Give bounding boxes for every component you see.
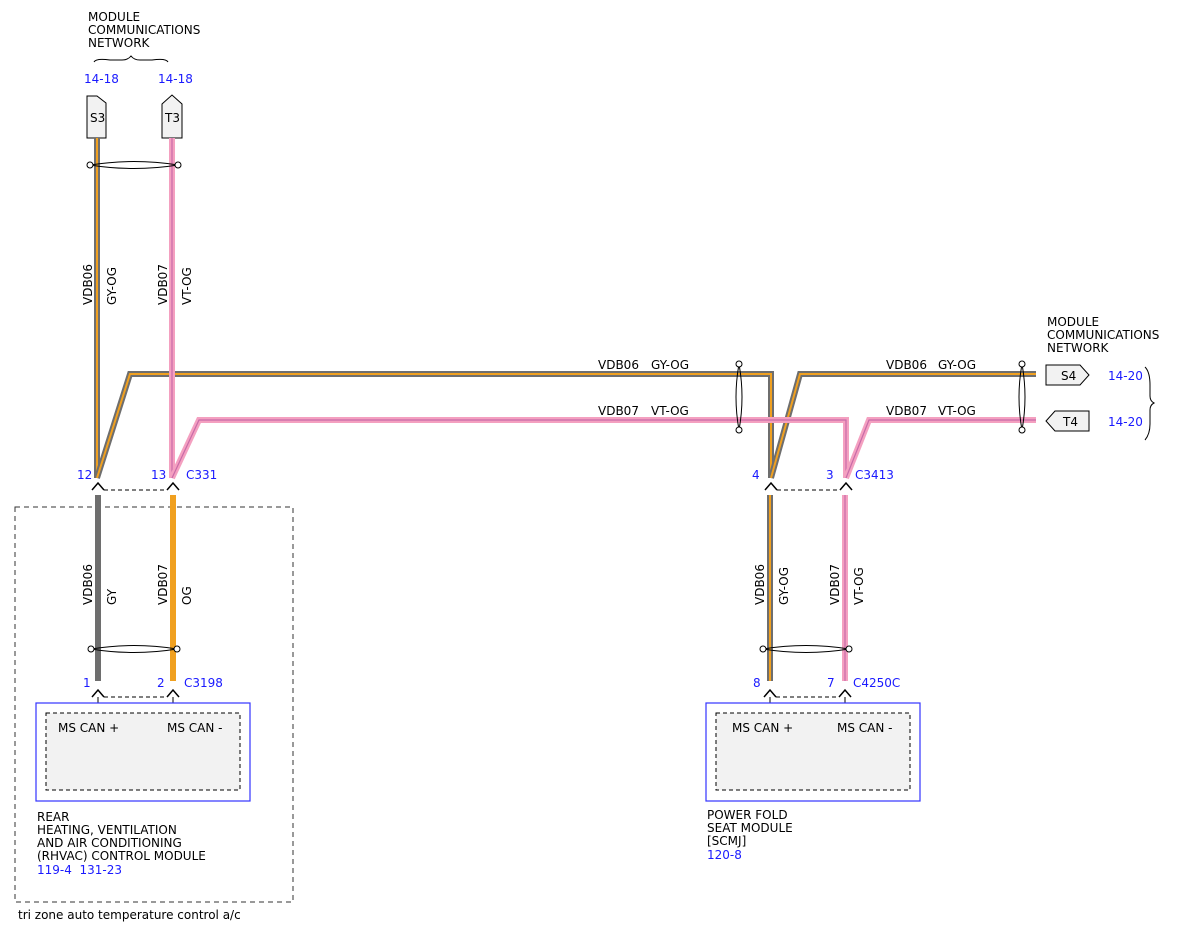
t4-connector-flag bbox=[1045, 410, 1090, 432]
s4-tag-label: S4 bbox=[1061, 369, 1076, 383]
rhvac-pin-ms-can-plus: MS CAN + bbox=[58, 721, 119, 735]
s4-connector-flag bbox=[1045, 364, 1090, 386]
rhvac-refs[interactable]: 119-4 131-23 bbox=[37, 863, 122, 877]
seat-module[interactable]: MS CAN + MS CAN - bbox=[705, 702, 921, 802]
network-right-title-line-1: MODULE bbox=[1047, 315, 1099, 329]
label-wire-scm-right-circuit: VDB07 bbox=[828, 564, 842, 605]
label-wire-right-bottom-circuit: VDB07 bbox=[886, 404, 927, 418]
network-right-brace bbox=[1144, 366, 1156, 441]
twisted-pair-marker-right bbox=[1018, 360, 1026, 434]
c4250c-name[interactable]: C4250C bbox=[853, 676, 900, 690]
network-header-top: MODULE COMMUNICATIONS NETWORK 14-18 14-1… bbox=[84, 10, 200, 139]
c3198-pin-1: 1 bbox=[83, 676, 91, 690]
ref-s4[interactable]: 14-20 bbox=[1108, 369, 1143, 383]
c3198-pin-2: 2 bbox=[157, 676, 165, 690]
ref-t4[interactable]: 14-20 bbox=[1108, 415, 1143, 429]
t3-tag-label: T3 bbox=[164, 111, 180, 125]
label-wire-rhvac-left-circuit: VDB06 bbox=[81, 564, 95, 605]
c3198-name[interactable]: C3198 bbox=[184, 676, 223, 690]
connector-c3198: 1 2 C3198 bbox=[83, 676, 223, 713]
scm-pin-ms-can-plus: MS CAN + bbox=[732, 721, 793, 735]
label-wire-scm-right-color: VT-OG bbox=[852, 567, 866, 605]
label-wire-right-bottom-color: VT-OG bbox=[938, 404, 976, 418]
rhvac-name-line-3: AND AIR CONDITIONING bbox=[37, 836, 182, 850]
twisted-pair-marker-mid bbox=[735, 360, 743, 434]
t4-tag-label: T4 bbox=[1062, 415, 1078, 429]
label-wire-mid-bottom-color: VT-OG bbox=[651, 404, 689, 418]
option-caption: tri zone auto temperature control a/c bbox=[18, 908, 241, 922]
c3413-pin-3: 3 bbox=[826, 468, 834, 482]
rhvac-name-line-4: (RHVAC) CONTROL MODULE bbox=[37, 849, 206, 863]
wire-vdb06-main bbox=[94, 138, 1036, 479]
label-wire-right-top-circuit: VDB06 bbox=[886, 358, 927, 372]
twisted-pair-marker-scm bbox=[759, 645, 853, 653]
twisted-pair-marker-top bbox=[86, 161, 182, 169]
connector-c3413: 4 3 C3413 bbox=[752, 468, 894, 491]
s3-tag-label: S3 bbox=[90, 111, 105, 125]
scm-refs[interactable]: 120-8 bbox=[707, 848, 742, 862]
c4250c-pin-8: 8 bbox=[753, 676, 761, 690]
network-title-line-2: COMMUNICATIONS bbox=[88, 23, 200, 37]
network-header-right: MODULE COMMUNICATIONS NETWORK S4 T4 14-2… bbox=[1045, 315, 1159, 441]
ref-t3[interactable]: 14-18 bbox=[158, 72, 193, 86]
scm-name-line-3: [SCMJ] bbox=[707, 834, 746, 848]
label-wire-mid-bottom-circuit: VDB07 bbox=[598, 404, 639, 418]
c331-pin-13: 13 bbox=[151, 468, 166, 482]
network-title-line-3: NETWORK bbox=[88, 36, 151, 50]
label-wire-mid-top-color: GY-OG bbox=[651, 358, 689, 372]
label-wire-mid-top-circuit: VDB06 bbox=[598, 358, 639, 372]
c3413-name[interactable]: C3413 bbox=[855, 468, 894, 482]
scm-name-line-2: SEAT MODULE bbox=[707, 821, 793, 835]
s3-connector-flag bbox=[86, 95, 107, 139]
t3-connector-flag bbox=[161, 94, 183, 139]
twisted-pair-marker-rhvac bbox=[87, 645, 181, 653]
wire-vdb07-main bbox=[169, 138, 1036, 480]
c331-name[interactable]: C331 bbox=[186, 468, 217, 482]
connector-c331: 12 13 C331 bbox=[77, 468, 217, 491]
rhvac-name-line-1: REAR bbox=[37, 810, 69, 824]
c331-pin-12: 12 bbox=[77, 468, 92, 482]
network-right-title-line-2: COMMUNICATIONS bbox=[1047, 328, 1159, 342]
label-wire-rhvac-right-color: OG bbox=[180, 586, 194, 605]
rhvac-pin-ms-can-minus: MS CAN - bbox=[167, 721, 223, 735]
rhvac-name-line-2: HEATING, VENTILATION bbox=[37, 823, 177, 837]
label-wire-rhvac-right-circuit: VDB07 bbox=[156, 564, 170, 605]
scm-name-line-1: POWER FOLD bbox=[707, 808, 788, 822]
label-wire-rhvac-left-color: GY bbox=[105, 588, 119, 605]
label-wire-top-right-circuit: VDB07 bbox=[156, 264, 170, 305]
network-right-title-line-3: NETWORK bbox=[1047, 341, 1110, 355]
option-region-outline bbox=[14, 506, 294, 903]
label-wire-top-left-circuit: VDB06 bbox=[81, 264, 95, 305]
network-brace bbox=[93, 55, 169, 63]
c4250c-pin-7: 7 bbox=[827, 676, 835, 690]
label-wire-scm-left-circuit: VDB06 bbox=[753, 564, 767, 605]
label-wire-top-left-color: GY-OG bbox=[105, 267, 119, 305]
network-title-line-1: MODULE bbox=[88, 10, 140, 24]
label-wire-top-right-color: VT-OG bbox=[180, 267, 194, 305]
label-wire-right-top-color: GY-OG bbox=[938, 358, 976, 372]
label-wire-scm-left-color: GY-OG bbox=[777, 567, 791, 605]
c3413-pin-4: 4 bbox=[752, 468, 760, 482]
ref-s3[interactable]: 14-18 bbox=[84, 72, 119, 86]
rhvac-module[interactable]: MS CAN + MS CAN - bbox=[35, 702, 251, 802]
scm-pin-ms-can-minus: MS CAN - bbox=[837, 721, 893, 735]
